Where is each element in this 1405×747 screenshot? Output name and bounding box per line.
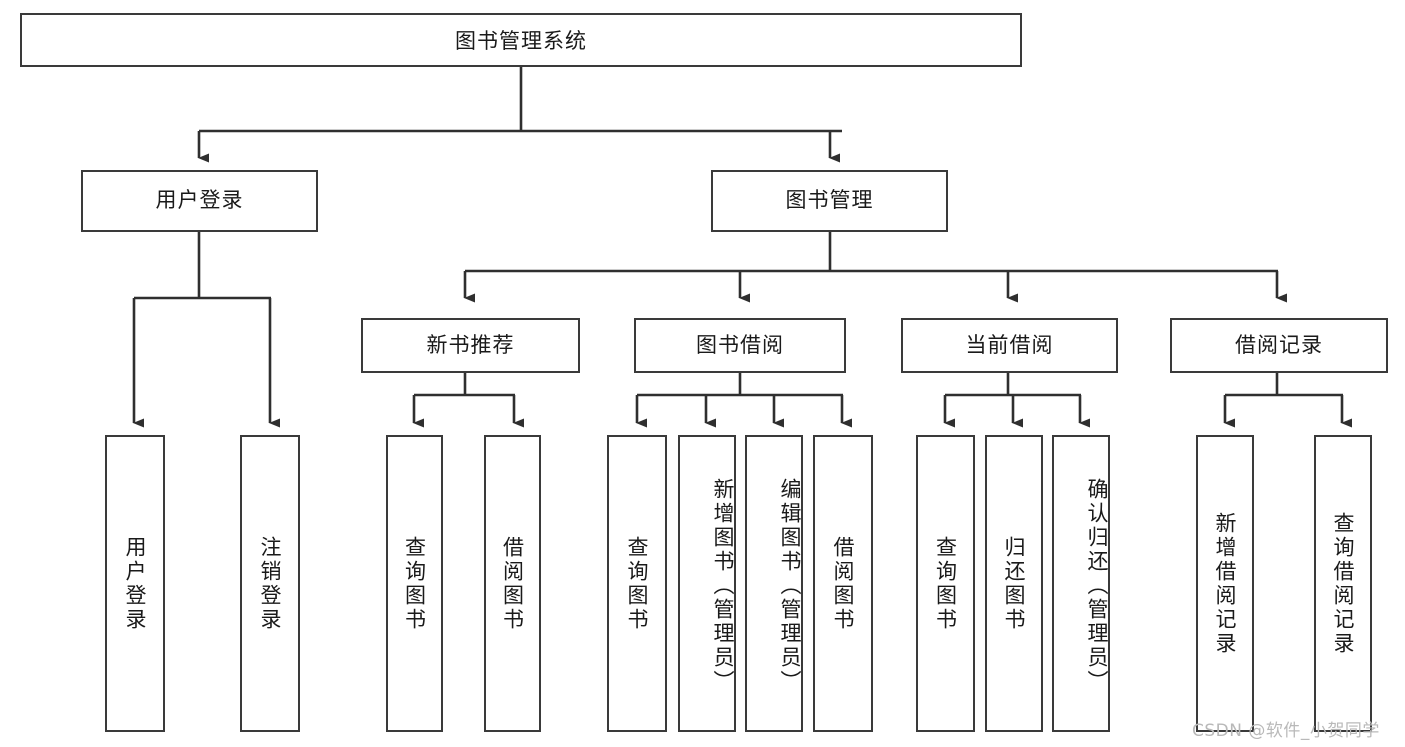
leaf-user-login[interactable]: 用户登录: [105, 435, 165, 732]
node-user-login[interactable]: 用户登录: [81, 170, 318, 232]
node-book-borrow[interactable]: 图书借阅: [634, 318, 846, 373]
leaf-lend-book-label: 借阅图书: [831, 535, 856, 632]
node-user-login-label: 用户登录: [155, 188, 244, 213]
leaf-borrow-book-newbook[interactable]: 借阅图书: [484, 435, 541, 732]
node-new-book-recommend[interactable]: 新书推荐: [361, 318, 580, 373]
node-book-management-label: 图书管理: [785, 188, 874, 213]
leaf-return-book[interactable]: 归还图书: [985, 435, 1043, 732]
leaf-add-book-admin[interactable]: 新增图书（管理员）: [678, 435, 736, 732]
leaf-query-book-current[interactable]: 查询图书: [916, 435, 975, 732]
node-current-borrow-label: 当前借阅: [965, 332, 1054, 357]
leaf-query-book-current-label: 查询图书: [933, 535, 958, 632]
node-book-borrow-label: 图书借阅: [696, 332, 784, 357]
leaf-query-book-newbook[interactable]: 查询图书: [386, 435, 443, 732]
leaf-lend-book[interactable]: 借阅图书: [813, 435, 873, 732]
node-root-system[interactable]: 图书管理系统: [20, 13, 1022, 67]
node-borrow-records[interactable]: 借阅记录: [1170, 318, 1388, 373]
leaf-query-book-borrow-label: 查询图书: [625, 535, 650, 632]
leaf-add-borrow-record-label: 新增借阅记录: [1213, 511, 1238, 656]
node-root-system-label: 图书管理系统: [455, 29, 587, 53]
node-book-management[interactable]: 图书管理: [711, 170, 948, 232]
leaf-edit-book-admin-label: 编辑图书（管理员）: [778, 477, 802, 694]
leaf-borrow-book-newbook-label: 借阅图书: [500, 535, 525, 632]
leaf-confirm-return-admin[interactable]: 确认归还（管理员）: [1052, 435, 1110, 732]
leaf-add-book-admin-label: 新增图书（管理员）: [711, 477, 735, 694]
leaf-query-borrow-record-label: 查询借阅记录: [1331, 511, 1356, 656]
csdn-watermark: CSDN @软件_小贺同学: [1192, 721, 1380, 741]
leaf-user-login-label: 用户登录: [123, 535, 148, 632]
node-current-borrow[interactable]: 当前借阅: [901, 318, 1118, 373]
leaf-add-borrow-record[interactable]: 新增借阅记录: [1196, 435, 1254, 732]
node-new-book-recommend-label: 新书推荐: [426, 332, 515, 357]
node-borrow-records-label: 借阅记录: [1235, 332, 1323, 357]
leaf-query-book-newbook-label: 查询图书: [402, 535, 427, 632]
leaf-return-book-label: 归还图书: [1002, 535, 1027, 632]
leaf-query-book-borrow[interactable]: 查询图书: [607, 435, 667, 732]
leaf-logout-label: 注销登录: [258, 535, 283, 632]
leaf-logout[interactable]: 注销登录: [240, 435, 300, 732]
leaf-confirm-return-admin-label: 确认归还（管理员）: [1085, 477, 1109, 694]
leaf-query-borrow-record[interactable]: 查询借阅记录: [1314, 435, 1372, 732]
leaf-edit-book-admin[interactable]: 编辑图书（管理员）: [745, 435, 803, 732]
